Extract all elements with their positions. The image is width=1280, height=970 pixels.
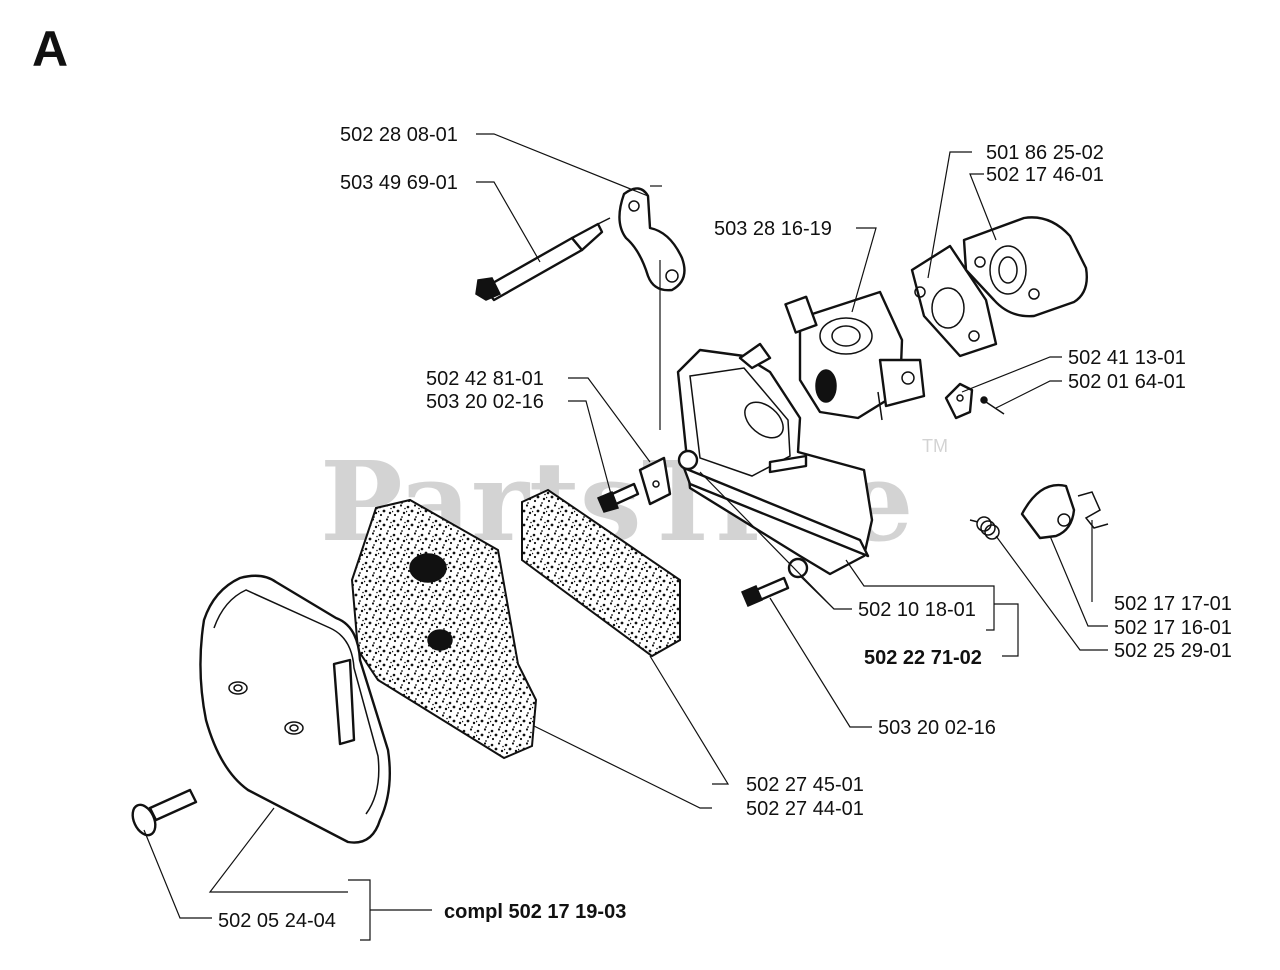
label-502-10-18-01: 502 10 18-01 (858, 599, 976, 621)
filter-housing-part (676, 342, 874, 579)
label-502-27-45-01: 502 27 45-01 (746, 774, 864, 796)
intake-part (962, 216, 1088, 318)
carburetor-part (784, 290, 926, 421)
section-letter: A (32, 21, 68, 77)
bracket-part (618, 185, 686, 430)
label-501-86-25-02: 501 86 25-02 (986, 142, 1104, 164)
label-502-28-08-01: 502 28 08-01 (340, 124, 458, 146)
label-502-42-81-01: 502 42 81-01 (426, 368, 544, 390)
label-compl-502-17-19-03: compl 502 17 19-03 (444, 901, 626, 923)
label-502-01-64-01: 502 01 64-01 (1068, 371, 1186, 393)
pin-part (475, 217, 611, 302)
leader-lines (143, 133, 1108, 941)
label-503-49-69-01: 503 49 69-01 (340, 172, 458, 194)
clip-part (944, 382, 1005, 420)
label-502-17-17-01: 502 17 17-01 (1114, 593, 1232, 615)
watermark-tm: TM (922, 436, 948, 456)
label-502-41-13-01: 502 41 13-01 (1068, 347, 1186, 369)
cover-screw-part (131, 788, 198, 837)
label-503-20-02-16-upper: 503 20 02-16 (426, 391, 544, 413)
label-502-27-44-01: 502 27 44-01 (746, 798, 864, 820)
washer-clip-part (638, 456, 672, 506)
screw-upper-part (597, 482, 640, 513)
label-502-22-71-02: 502 22 71-02 (864, 647, 982, 669)
foam-filter-right-part (521, 488, 681, 658)
screw-lower-part (741, 576, 790, 607)
gasket-part (910, 244, 998, 358)
choke-parts (969, 483, 1109, 540)
cover-part (199, 574, 391, 844)
label-502-25-29-01: 502 25 29-01 (1114, 640, 1232, 662)
label-503-28-16-19: 503 28 16-19 (714, 218, 832, 240)
label-502-05-24-04: 502 05 24-04 (218, 910, 336, 932)
label-503-20-02-16-lower: 503 20 02-16 (878, 717, 996, 739)
label-502-17-16-01: 502 17 16-01 (1114, 617, 1232, 639)
label-502-17-46-01: 502 17 46-01 (986, 164, 1104, 186)
foam-filter-left-part (350, 498, 538, 760)
